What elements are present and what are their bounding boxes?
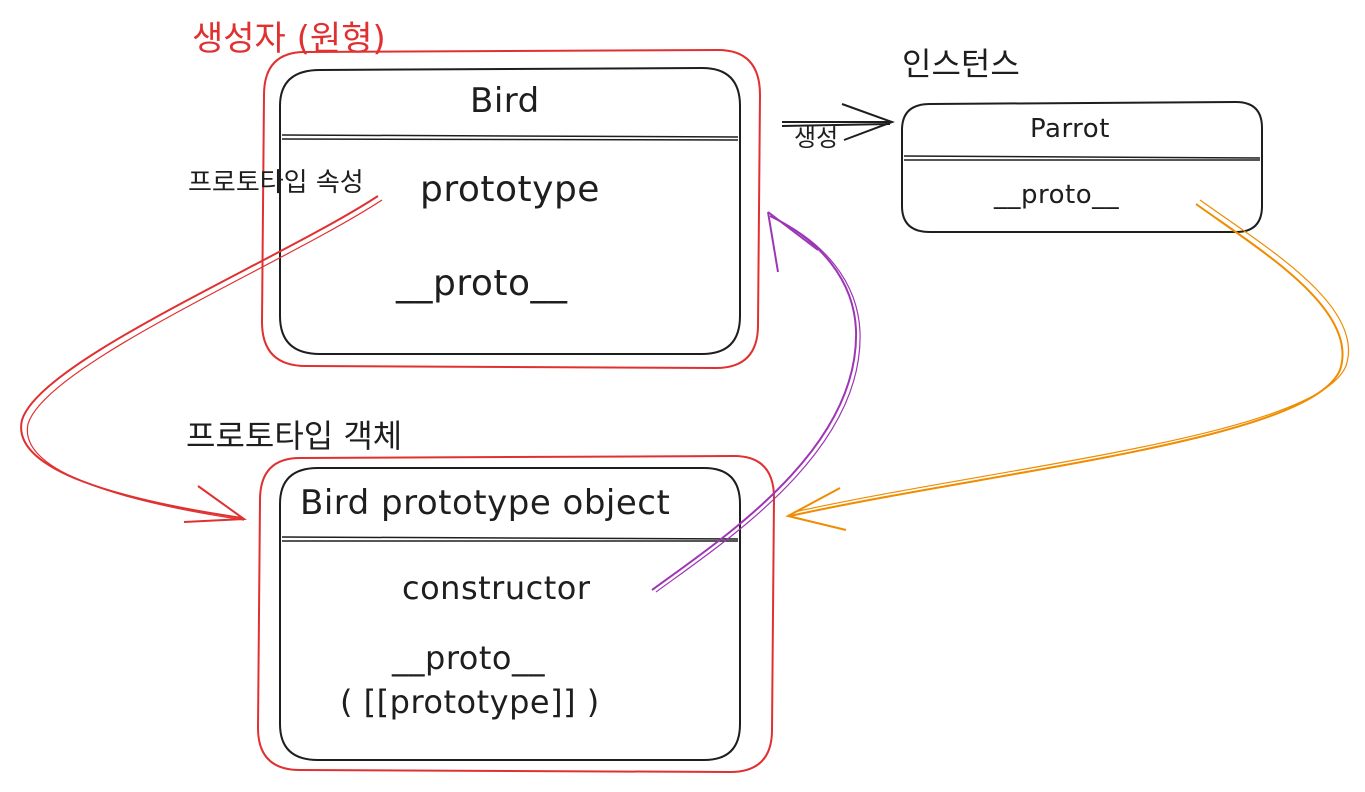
proto-object-box-outline (279, 467, 741, 761)
prototype-link-arrow (20, 195, 383, 523)
proto-object-box (256, 454, 776, 774)
create-arrow (781, 103, 895, 141)
parrot-field-proto: __proto__ (994, 180, 1120, 210)
bird-box-divider (281, 134, 739, 141)
constructor-caption: 생성자 (원형) (192, 19, 386, 59)
parrot-box-title: Parrot (1030, 114, 1110, 144)
instance-proto-link-arrow (785, 199, 1349, 531)
bird-box-red-outline (260, 48, 762, 370)
instance-caption: 인스턴스 (902, 45, 1020, 83)
prototype-property-caption: 프로토타입 속성 (188, 168, 364, 198)
bird-box (260, 48, 762, 370)
parrot-box-divider (903, 155, 1261, 161)
proto-object-title: Bird prototype object (300, 483, 671, 523)
proto-object-field-proto: __proto__ (392, 639, 545, 677)
bird-field-prototype: prototype (420, 169, 600, 210)
proto-object-field-constructor: constructor (402, 569, 591, 607)
constructor-link-arrow (651, 211, 861, 593)
proto-object-box-red-outline (256, 454, 776, 774)
proto-object-field-proto-note: ( [[prototype]] ) (340, 683, 600, 721)
prototype-object-caption: 프로토타입 객체 (186, 417, 403, 455)
proto-object-box-divider (281, 536, 739, 542)
bird-box-outline (279, 66, 741, 355)
bird-box-title: Bird (470, 81, 540, 121)
create-arrow-label: 생성 (794, 124, 839, 152)
bird-field-proto: __proto__ (396, 263, 568, 304)
